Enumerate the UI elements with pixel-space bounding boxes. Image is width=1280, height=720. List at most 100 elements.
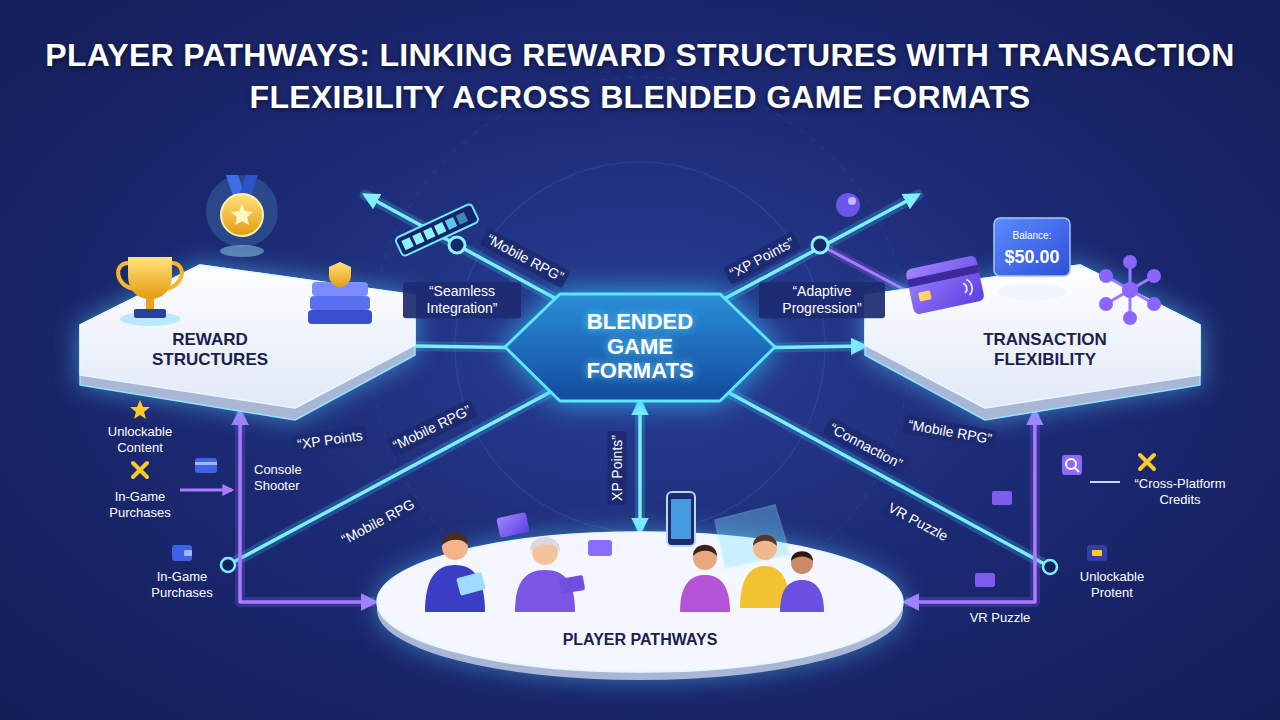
decor-circle xyxy=(455,162,825,532)
floating-label: “Mobile RPG” xyxy=(480,228,571,288)
decor-path xyxy=(530,537,560,552)
connector-glow xyxy=(415,346,505,347)
decor-line xyxy=(180,489,232,492)
decor-path xyxy=(753,535,777,546)
connector xyxy=(240,411,375,602)
decor-path xyxy=(425,565,485,612)
decor-circle xyxy=(221,558,235,572)
decor-ellipse xyxy=(220,245,264,257)
node-label: REWARD STRUCTURES xyxy=(128,330,293,371)
node-label: PLAYER PATHWAYS xyxy=(480,630,800,649)
decor-rect xyxy=(671,499,691,539)
hub-diamond: BLENDED GAME FORMATS xyxy=(505,290,775,405)
decor-line xyxy=(1075,468,1079,472)
decor-rect xyxy=(172,545,192,561)
decor-path xyxy=(680,575,730,612)
decor-circle xyxy=(449,237,465,253)
decor-path xyxy=(329,262,351,288)
decor-g xyxy=(308,262,372,324)
decor-ellipse xyxy=(998,284,1066,300)
decor-polygon xyxy=(505,294,775,401)
decor-circle xyxy=(812,237,828,253)
decor-path xyxy=(231,204,253,225)
decor-rect xyxy=(195,458,217,473)
connector xyxy=(775,346,865,347)
connector-label: “Seamless Integration” xyxy=(403,282,521,318)
connector xyxy=(640,401,641,532)
decor-rect xyxy=(310,296,370,310)
decor-circle xyxy=(221,194,263,236)
connector-line xyxy=(775,346,865,347)
decor-rect xyxy=(308,310,372,324)
floating-label: VR Puzzle xyxy=(881,496,955,547)
decor-circle xyxy=(836,193,860,217)
floating-label: $50.00 xyxy=(1004,247,1059,269)
connector-label: “Adaptive Progression” xyxy=(759,282,885,318)
floating-label: “XP Points xyxy=(292,426,368,455)
decor-g xyxy=(395,203,480,257)
decor-rect xyxy=(1092,550,1102,556)
decor-rect xyxy=(423,227,435,240)
decor-circle xyxy=(848,197,856,205)
decor-rect xyxy=(496,512,530,538)
node-text-group: TRANSACTION FLEXIBILITY xyxy=(960,330,1130,371)
floating-label: “Connaction” xyxy=(823,417,910,475)
connector-glow xyxy=(775,346,865,347)
decor-circle xyxy=(1123,255,1137,269)
decor-rect xyxy=(1062,455,1082,475)
decor-path xyxy=(133,463,147,477)
decor-ellipse xyxy=(377,532,903,672)
node-text-group: REWARD STRUCTURES xyxy=(128,330,293,371)
decor-rect xyxy=(401,237,413,250)
decor-rect xyxy=(445,217,457,230)
floating-label: “Mobile RPG” xyxy=(903,415,998,450)
decor-rect xyxy=(994,218,1070,276)
decor-g xyxy=(118,257,182,326)
decor-circle xyxy=(791,552,813,574)
decor-circle xyxy=(1123,311,1137,325)
decor-rect xyxy=(195,462,217,465)
decor-path xyxy=(1140,455,1154,469)
connector-line xyxy=(638,401,642,532)
decor-rect xyxy=(456,572,486,596)
decor-path xyxy=(962,279,973,296)
floating-label: Unlockable Content xyxy=(99,424,181,455)
decor-g xyxy=(1099,255,1161,325)
floating-label: VR Puzzle xyxy=(970,610,1031,626)
floating-label: “Cross-Platform Credits xyxy=(1124,476,1236,507)
decor-path xyxy=(791,551,813,561)
decor-g xyxy=(1106,262,1154,318)
floating-label: “Mobile RPG xyxy=(335,493,422,551)
decor-rect xyxy=(184,550,192,556)
decor-rect xyxy=(667,492,695,546)
decor-circle xyxy=(1147,297,1161,311)
node-label: TRANSACTION FLEXIBILITY xyxy=(960,330,1130,371)
decor-rect xyxy=(588,540,612,556)
decor-circle xyxy=(206,175,278,247)
decor-path xyxy=(693,545,717,556)
decor-circle xyxy=(1099,297,1113,311)
decor-rect xyxy=(907,265,979,288)
decor-rect xyxy=(905,255,985,315)
decor-polygon xyxy=(715,505,790,568)
decor-circle xyxy=(1043,560,1057,574)
connector-glow xyxy=(635,401,645,532)
decor-rect xyxy=(1087,545,1107,561)
connector xyxy=(415,346,505,347)
decor-circle xyxy=(1066,459,1076,469)
decor-g xyxy=(905,255,985,315)
connector-glow xyxy=(240,411,375,602)
decor-circle xyxy=(1147,269,1161,283)
decor-path xyxy=(130,400,150,419)
floating-label: Unlockable Protent xyxy=(1071,569,1153,600)
node-label: BLENDED GAME FORMATS xyxy=(570,310,710,384)
floating-label: Console Shooter xyxy=(254,462,316,493)
decor-rect xyxy=(134,309,166,318)
diagram-title: PLAYER PATHWAYS: LINKING REWARD STRUCTUR… xyxy=(20,34,1260,118)
decor-rect xyxy=(395,203,480,257)
floating-label: In-Game Purchases xyxy=(146,569,218,600)
decor-g xyxy=(206,175,278,257)
decor-circle xyxy=(1099,269,1113,283)
floating-label: In-Game Purchases xyxy=(104,489,176,520)
floating-label: “Mobile RPG” xyxy=(386,399,478,457)
